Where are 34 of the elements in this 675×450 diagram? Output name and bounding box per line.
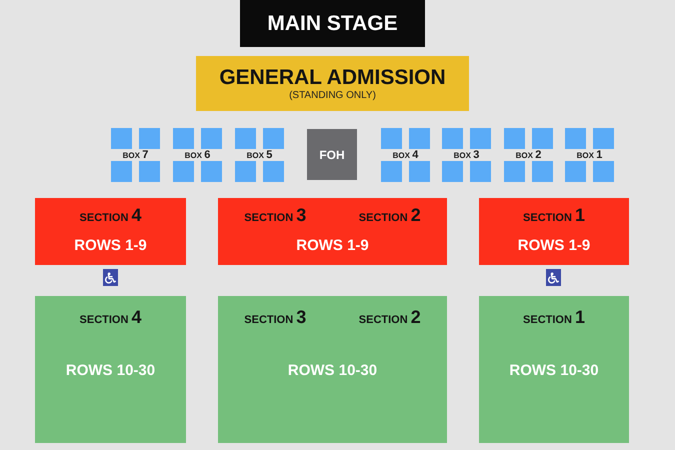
box-seat-label: BOX 3 xyxy=(454,150,480,160)
section-label: SECTION 4 xyxy=(80,204,142,226)
rows-label: ROWS 1-9 xyxy=(518,236,590,256)
rows-label: ROWS 1-9 xyxy=(74,236,147,256)
area-subtitle: (STANDING ONLY) xyxy=(289,90,376,102)
area-title: GENERAL ADMISSION xyxy=(219,66,446,90)
section-label: SECTION 4 xyxy=(80,306,142,328)
box-seat-label: BOX 5 xyxy=(246,150,272,160)
rows-label: ROWS 1-9 xyxy=(296,236,369,256)
stage-label: MAIN STAGE xyxy=(267,13,398,34)
box-seat-label: BOX 6 xyxy=(184,150,210,160)
section-label: SECTION 1 xyxy=(523,204,585,226)
box-seat-label: BOX 7 xyxy=(122,150,148,160)
rear-seating-section xyxy=(479,296,629,443)
section-label: SECTION 3 xyxy=(244,204,306,226)
foh-label: FOH xyxy=(319,148,345,160)
rear-seating-section xyxy=(35,296,186,443)
section-label: SECTION 2 xyxy=(358,204,421,226)
rows-label: ROWS 10-30 xyxy=(288,361,378,381)
standing-area xyxy=(196,56,469,111)
rows-label: ROWS 10-30 xyxy=(509,361,599,381)
box-seat-label: BOX 4 xyxy=(392,150,418,160)
section-label: SECTION 3 xyxy=(244,306,306,328)
section-label: SECTION 2 xyxy=(358,306,421,328)
rows-label: ROWS 10-30 xyxy=(66,361,156,381)
rear-seating-section xyxy=(218,296,447,443)
box-seat-label: BOX 1 xyxy=(576,150,602,160)
front-seating-section xyxy=(218,198,447,265)
foh-block xyxy=(307,129,357,180)
section-label: SECTION 1 xyxy=(523,306,585,328)
box-seat-label: BOX 2 xyxy=(516,150,542,160)
front-seating-section xyxy=(35,198,186,265)
front-seating-section xyxy=(479,198,629,265)
stage-block xyxy=(240,0,425,47)
